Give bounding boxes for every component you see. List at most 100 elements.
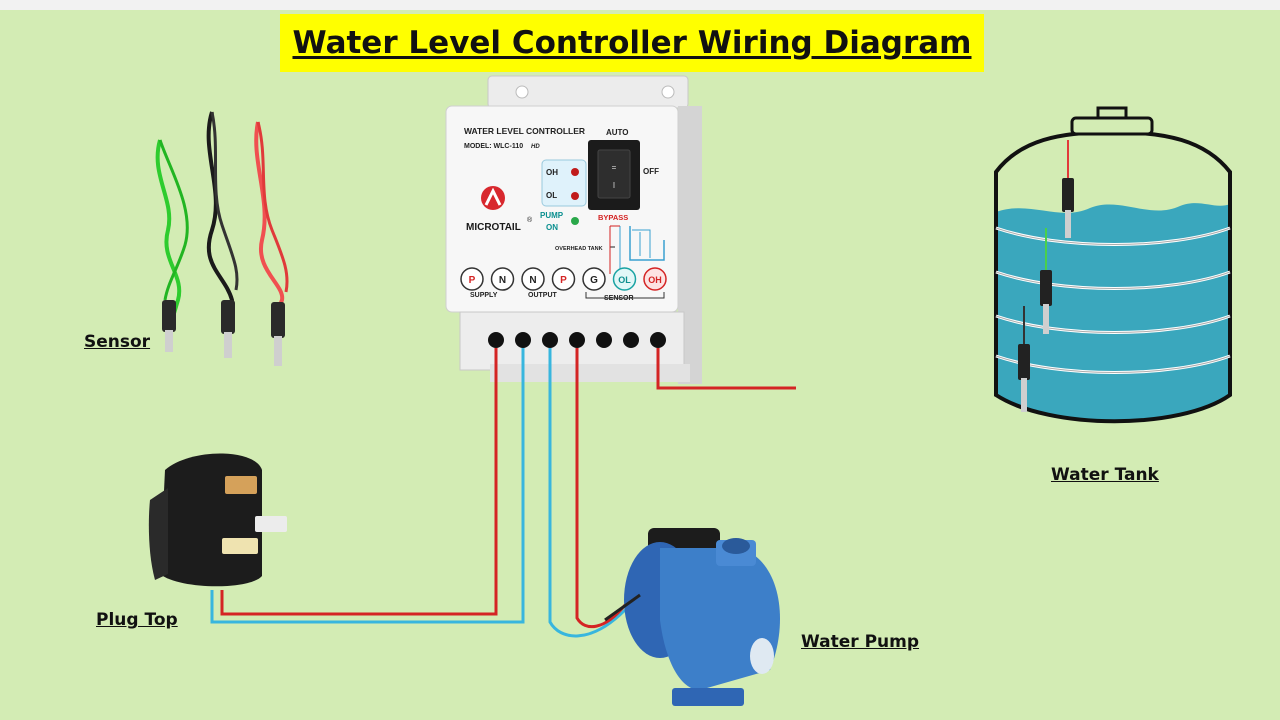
sensor-probe-red bbox=[271, 302, 285, 338]
switch-auto-label: AUTO bbox=[606, 128, 629, 137]
terminal-circle bbox=[551, 267, 576, 291]
terminal-circle bbox=[612, 267, 637, 291]
terminal-label: N bbox=[529, 275, 536, 286]
tank-icon bbox=[994, 106, 1232, 424]
sensor-wire-green bbox=[155, 139, 182, 321]
plug-body bbox=[160, 453, 262, 587]
terminal-base bbox=[490, 364, 690, 382]
pump-on-led bbox=[571, 217, 579, 225]
wire-output-neutral bbox=[548, 348, 627, 638]
top-bar bbox=[0, 0, 1280, 10]
bracket-hole-left bbox=[515, 85, 529, 99]
sensor-wire-red bbox=[254, 121, 285, 311]
rocker-switch-face bbox=[597, 149, 631, 199]
pump-inlet bbox=[750, 638, 774, 674]
screw-terminal bbox=[650, 332, 666, 348]
pump-cable bbox=[604, 593, 641, 622]
terminal-circle bbox=[460, 267, 484, 291]
switch-on-mark: I bbox=[613, 181, 615, 190]
pump-on-label: ON bbox=[546, 223, 558, 232]
sensor-bracket-line bbox=[585, 292, 665, 299]
indicator-ol-label: OL bbox=[546, 191, 557, 200]
wire-supply-phase bbox=[220, 348, 498, 616]
microtail-logo-icon bbox=[481, 186, 505, 210]
page-title: Water Level Controller Wiring Diagram bbox=[292, 25, 972, 61]
controller-model: MODEL: WLC-110 bbox=[464, 143, 523, 150]
screw-terminal bbox=[569, 332, 585, 348]
controller-unit: WATER LEVEL CONTROLLER MODEL: WLC-110 HD… bbox=[445, 75, 702, 384]
pump-label: PUMP bbox=[540, 211, 564, 220]
sensor-wire-black bbox=[206, 111, 235, 311]
sensor-label: Sensor bbox=[84, 332, 151, 352]
sensor-wire-red-2 bbox=[256, 121, 289, 293]
tank-probe-green bbox=[1040, 270, 1052, 306]
pump-casing bbox=[660, 548, 780, 690]
sensor-wire-black-2 bbox=[210, 111, 239, 291]
terminal-circle bbox=[490, 267, 515, 291]
tank-water bbox=[996, 203, 1230, 422]
terminal-label: N bbox=[499, 275, 506, 286]
sensor-wire-icon bbox=[155, 111, 289, 366]
tank-rib bbox=[995, 226, 1231, 246]
wire-sensor-oh bbox=[656, 348, 796, 390]
terminal-label: P bbox=[560, 275, 567, 286]
indicator-oh-led bbox=[571, 168, 579, 176]
screw-terminal bbox=[542, 332, 558, 348]
wire-supply-neutral bbox=[210, 348, 525, 624]
mini-tank-bypass-line bbox=[609, 225, 620, 274]
plug-icon bbox=[148, 453, 287, 587]
tank-lid-handle bbox=[1096, 106, 1128, 118]
controller-heading: WATER LEVEL CONTROLLER bbox=[464, 126, 585, 136]
brand-name: MICROTAIL bbox=[466, 222, 521, 233]
terminal-label: P bbox=[469, 275, 476, 286]
tank-probe-tip-red bbox=[1065, 210, 1071, 238]
plug-pin-earth bbox=[225, 476, 257, 494]
tank-outline bbox=[994, 129, 1232, 424]
plug-top-label: Plug Top bbox=[96, 610, 178, 630]
tank-rib-shadow bbox=[995, 227, 1231, 373]
tank-probe-tip-black bbox=[1021, 378, 1027, 412]
brand-mark: ® bbox=[527, 216, 533, 224]
sensor-tip-black bbox=[224, 332, 232, 358]
plug-side bbox=[148, 488, 168, 580]
screw-terminal bbox=[623, 332, 639, 348]
switch-mid-mark: = bbox=[612, 163, 617, 172]
sensor-wire-green-2 bbox=[158, 139, 189, 301]
water-pump-label: Water Pump bbox=[801, 632, 920, 652]
mini-tank-probes bbox=[619, 226, 651, 270]
title-banner: Water Level Controller Wiring Diagram bbox=[280, 14, 984, 72]
overhead-tank-label: OVERHEAD TANK bbox=[555, 246, 603, 252]
sensor-tip-red bbox=[274, 336, 282, 366]
terminal-label: OL bbox=[618, 275, 631, 285]
screw-terminal bbox=[515, 332, 531, 348]
indicator-oh-label: OH bbox=[546, 168, 558, 177]
tank-rib bbox=[995, 270, 1231, 290]
controller-model-suffix: HD bbox=[531, 144, 540, 150]
tank-probe-red bbox=[1062, 178, 1074, 212]
tank-lid bbox=[1070, 116, 1154, 136]
bypass-label: BYPASS bbox=[598, 213, 628, 222]
wire-output-phase bbox=[575, 348, 627, 629]
output-label: OUTPUT bbox=[528, 292, 558, 299]
switch-off-label: OFF bbox=[643, 167, 659, 176]
wires bbox=[210, 348, 796, 638]
screw-terminal bbox=[596, 332, 612, 348]
screw-terminals bbox=[488, 332, 666, 348]
tank-probe-tip-green bbox=[1043, 304, 1049, 334]
indicator-ol-led bbox=[571, 192, 579, 200]
sensor-probe-green bbox=[162, 300, 176, 332]
sensor-probe-black bbox=[221, 300, 235, 334]
pump-outlet-mouth bbox=[722, 538, 750, 554]
mini-tank-icon bbox=[629, 226, 665, 261]
plug-pin-live bbox=[222, 538, 258, 554]
screw-terminal bbox=[488, 332, 504, 348]
terminal-circle bbox=[643, 267, 667, 291]
water-tank-label: Water Tank bbox=[1051, 465, 1159, 485]
supply-label: SUPPLY bbox=[470, 292, 498, 299]
terminal-circle bbox=[521, 267, 545, 291]
pump-base bbox=[672, 688, 744, 706]
terminal-label: OH bbox=[648, 275, 662, 285]
